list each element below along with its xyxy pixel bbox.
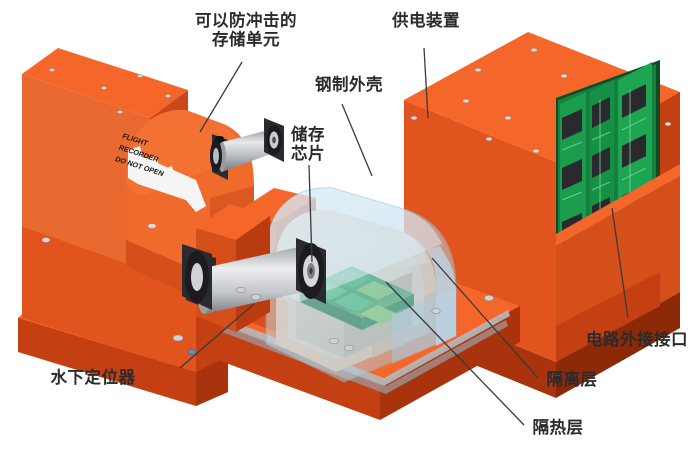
locator-beacon-left xyxy=(210,118,284,180)
label-shock-resistant-memory-unit: 可以防冲击的 存储单元 xyxy=(195,12,297,50)
label-circuit-external-connector: 电路外接接口 xyxy=(586,331,688,349)
label-underwater-locator-beacon: 水下定位器 xyxy=(50,369,136,387)
label-power-supply-unit: 供电装置 xyxy=(392,12,460,30)
label-memory-chip: 储存 芯片 xyxy=(291,126,325,164)
label-isolation-layer: 隔离层 xyxy=(546,371,598,389)
beacon-cap-outer-left xyxy=(182,244,212,310)
leader-shock-memory xyxy=(199,61,243,133)
screw-holes-top-left xyxy=(49,68,171,114)
beacon-cap-outer-right xyxy=(296,238,326,304)
beacon-cap-left xyxy=(264,118,284,162)
crash-survivable-memory-unit: FLIGHT RECORDER DO NOT OPEN xyxy=(18,48,284,406)
leader-memory-chip xyxy=(308,164,313,263)
leader-isolation xyxy=(431,257,539,379)
leader-steel-casing xyxy=(341,103,373,177)
leader-connector xyxy=(611,207,629,319)
beacon-cylinder xyxy=(182,238,326,314)
label-steel-casing: 钢制外壳 xyxy=(315,76,383,94)
base-bolts xyxy=(236,286,494,352)
leader-beacon xyxy=(179,303,255,369)
label-thermal-insulation-layer: 隔热层 xyxy=(532,419,584,437)
leader-lines xyxy=(179,47,629,426)
beacon-cap-inner-left xyxy=(210,140,222,172)
leader-power-supply xyxy=(423,47,429,119)
steel-shell xyxy=(182,187,520,420)
leader-thermal xyxy=(385,281,525,426)
